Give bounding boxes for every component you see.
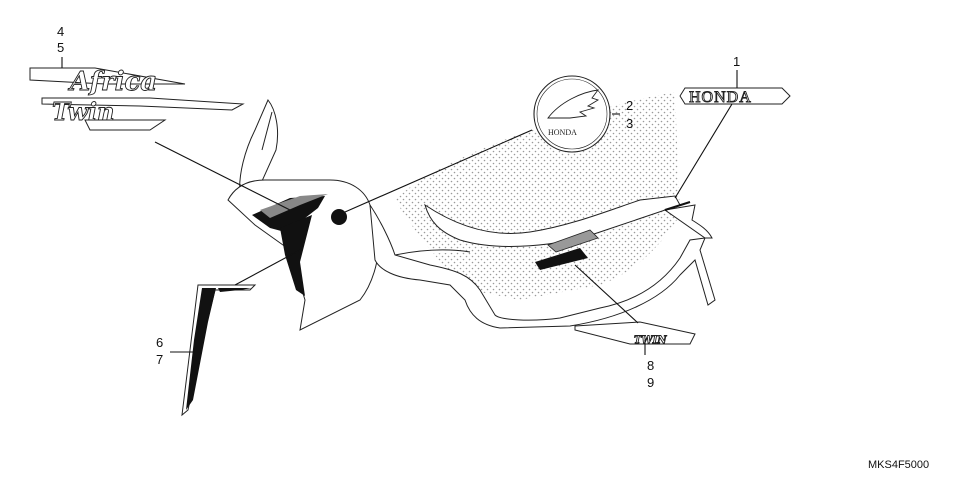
side-cover-decal-grey [547,229,599,253]
tank-dotted-area [395,92,680,300]
callout-2: 2 [626,98,633,113]
callout-7: 7 [156,352,163,367]
emblem-mount-dot [331,209,347,225]
callout-9: 9 [647,375,654,390]
honda-wordmark-text: HONDA [689,89,752,106]
tail-stripe [664,201,691,211]
twin-small-decal: TWIN [574,321,696,346]
callout-8: 8 [647,358,654,373]
callout-3: 3 [626,116,633,131]
side-cover-decal [535,248,588,270]
africa-twin-decal: Africa Twin [29,67,245,131]
callout-5: 5 [57,40,64,55]
africa-script-text: Africa [67,67,157,97]
callout-4: 4 [57,24,64,39]
leader-lines [61,57,738,355]
wing-emblem-decal: HONDA [533,75,611,153]
honda-wordmark-decal: HONDA [679,87,791,106]
emblem-honda-text: HONDA [548,128,577,137]
twin-script-text: Twin [52,97,114,126]
wing-icon [547,89,600,119]
tank-stripe-grey [260,194,328,218]
tank-stripe-decal [252,196,325,232]
tank-stripe-decal-lower [280,215,312,296]
callout-1: 1 [733,54,740,69]
callout-6: 6 [156,335,163,350]
diagram-code: MKS4F5000 [868,459,929,471]
cowl-stripe-decal [181,284,257,417]
twin-small-text: TWIN [634,335,667,346]
